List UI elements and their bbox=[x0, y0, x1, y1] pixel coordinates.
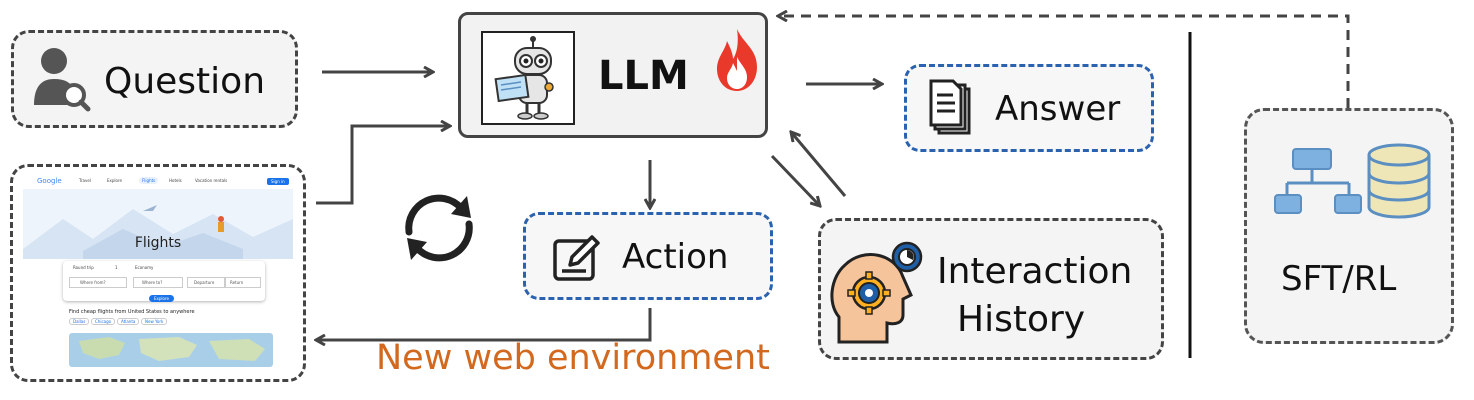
nav-vacation[interactable]: Vacation rentals bbox=[195, 178, 228, 183]
arrow-sft-llm bbox=[778, 16, 1350, 108]
training-label: SFT/RL bbox=[1281, 259, 1397, 299]
from-input[interactable]: Where from? bbox=[69, 277, 127, 288]
explore-button[interactable]: Explore bbox=[149, 295, 175, 302]
arrow-action-web bbox=[316, 308, 652, 340]
robot-illustration bbox=[481, 31, 575, 125]
history-label-line2: History bbox=[957, 299, 1086, 340]
nav-explore[interactable]: Explore bbox=[107, 178, 123, 183]
edit-icon bbox=[553, 235, 600, 281]
database-network-icon bbox=[1274, 143, 1431, 219]
history-node: Interaction History bbox=[818, 218, 1164, 360]
question-label: Question bbox=[104, 61, 266, 102]
llm-node: LLM bbox=[458, 12, 768, 138]
question-node: Question bbox=[11, 30, 298, 128]
action-node: Action bbox=[523, 212, 773, 300]
city-chip-atlanta[interactable]: Atlanta bbox=[117, 318, 140, 325]
cheap-flights-heading: Find cheap flights from United States to… bbox=[69, 309, 195, 315]
departure-input[interactable]: Departure bbox=[187, 277, 225, 288]
hero-illustration bbox=[23, 189, 293, 259]
user-search-icon bbox=[34, 48, 91, 112]
class-select[interactable]: Economy bbox=[135, 265, 154, 270]
answer-node: Answer bbox=[904, 64, 1154, 152]
answer-label: Answer bbox=[995, 89, 1121, 129]
trip-type-select[interactable]: Round trip bbox=[73, 265, 94, 270]
head-gears-icon bbox=[830, 241, 923, 344]
city-chip-chicago[interactable]: Chicago bbox=[91, 318, 116, 325]
history-label-line1: Interaction bbox=[937, 251, 1133, 292]
search-card: Round trip 1 Economy Where from? Where t… bbox=[63, 261, 265, 302]
refresh-cycle-icon bbox=[405, 194, 473, 262]
city-chip-dallas[interactable]: Dallas bbox=[69, 318, 90, 325]
document-icon bbox=[929, 79, 971, 135]
llm-label: LLM bbox=[598, 53, 689, 99]
arrow-web-llm bbox=[316, 126, 450, 205]
arrow-llm-history bbox=[770, 154, 820, 206]
nav-hotels[interactable]: Hotels bbox=[169, 178, 182, 183]
signin-button[interactable]: Sign in bbox=[267, 178, 289, 185]
arrow-history-llm bbox=[791, 132, 847, 197]
world-map[interactable] bbox=[69, 333, 273, 367]
edge-label-new-web-environment: New web environment bbox=[376, 338, 770, 378]
nav-flights[interactable]: Flights bbox=[139, 177, 159, 184]
city-chip-newyork[interactable]: New York bbox=[141, 318, 168, 325]
robot-icon bbox=[494, 36, 554, 120]
to-input[interactable]: Where to? bbox=[133, 277, 183, 288]
action-label: Action bbox=[622, 237, 729, 277]
fire-icon bbox=[717, 29, 757, 91]
flights-title: Flights bbox=[134, 235, 182, 251]
training-node: SFT/RL bbox=[1244, 108, 1454, 344]
passenger-select[interactable]: 1 bbox=[115, 265, 118, 270]
flights-screenshot: Google Travel Explore Flights Hotels Vac… bbox=[23, 175, 293, 367]
nav-travel[interactable]: Travel bbox=[79, 178, 91, 183]
screenshot-topbar: Google Travel Explore Flights Hotels Vac… bbox=[23, 175, 293, 190]
return-input[interactable]: Return bbox=[225, 277, 261, 288]
web-environment-node: Google Travel Explore Flights Hotels Vac… bbox=[10, 164, 306, 382]
google-logo: Google bbox=[37, 177, 62, 185]
